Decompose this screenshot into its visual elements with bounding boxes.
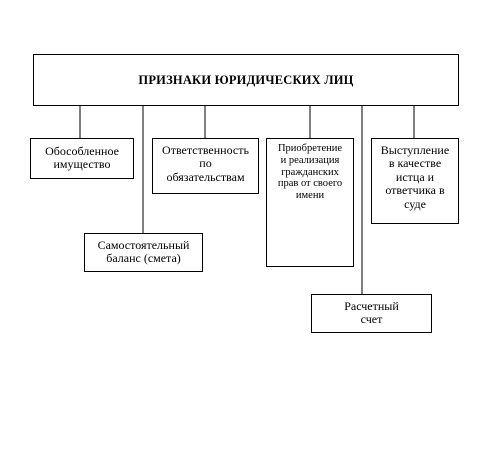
box-text-line: прав от своего (277, 178, 343, 190)
box-text-line: ответчика в (385, 183, 445, 198)
box-settlement-account: Расчетный счет (311, 294, 432, 333)
box-text-line: счет (360, 312, 383, 327)
diagram-title: ПРИЗНАКИ ЮРИДИЧЕСКИХ ЛИЦ (138, 73, 354, 87)
box-text-line: баланс (смета) (106, 251, 181, 266)
box-text-line: имущество (53, 157, 111, 172)
box-court-appearance: Выступление в качестве истца и ответчика… (371, 138, 459, 224)
box-text-line: по (199, 156, 212, 171)
title-box: ПРИЗНАКИ ЮРИДИЧЕСКИХ ЛИЦ (33, 54, 459, 106)
box-text-line: и реализация (280, 154, 340, 166)
box-text-line: гражданских (281, 166, 339, 178)
box-text-line: имени (295, 190, 325, 201)
box-text-line: Ответственность (162, 143, 249, 157)
box-text-line: обязательствам (166, 169, 245, 184)
box-text-line: в качестве (388, 156, 442, 171)
box-text-line: Приобретение (277, 143, 343, 154)
box-liability: Ответственность по обязательствам (152, 138, 259, 194)
box-text-line: Обособленное (45, 144, 119, 158)
box-separate-property: Обособленное имущество (30, 138, 134, 179)
box-text-line: Расчетный (344, 299, 399, 313)
box-text-line: Самостоятельный (97, 238, 190, 252)
box-independent-balance: Самостоятельный баланс (смета) (84, 233, 203, 272)
box-text-line: Выступление (380, 143, 450, 157)
box-acquisition-of-rights: Приобретение и реализация гражданских пр… (266, 138, 354, 267)
box-text-line: истца и (395, 169, 435, 184)
box-text-line: суде (404, 196, 426, 211)
